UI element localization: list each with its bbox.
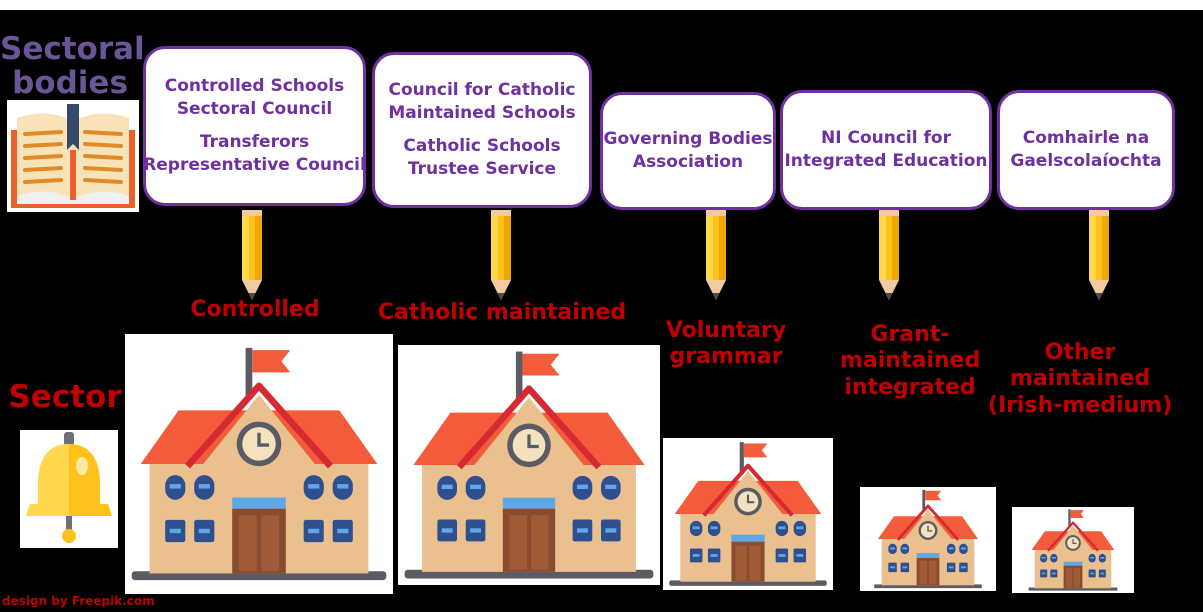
heading-line: bodies: [12, 65, 128, 102]
body-name-line: Gaelscolaíochta: [1010, 151, 1162, 171]
school-building-icon: [125, 334, 393, 594]
sector-label-line: Controlled: [190, 297, 320, 322]
bell-icon: [20, 430, 118, 548]
sectoral-bodies-heading: Sectoral bodies: [0, 31, 145, 102]
sector-label-line: Voluntary: [665, 318, 787, 343]
body-name-line: Controlled Schools: [164, 76, 345, 97]
school-building-icon: [860, 487, 996, 591]
pencil-icon: [487, 210, 515, 311]
credit-text: design by Freepik.com: [2, 594, 155, 608]
sector-label-line: Grant-: [870, 322, 950, 347]
body-name-line: Council for Catholic: [388, 80, 576, 101]
body-name-line: NI Council for: [821, 128, 951, 149]
sector-label-line: maintained: [1009, 366, 1151, 392]
pencil-icon: [1085, 210, 1113, 311]
body-name-line: Governing Bodies: [603, 129, 773, 150]
school-building-icon: [663, 438, 833, 590]
body-name-line: Sectoral Council: [176, 99, 333, 120]
sector-label-line: integrated: [844, 374, 976, 400]
diagram-canvas: Sectoral bodies Sector: [0, 10, 1203, 612]
body-name-line: Maintained Schools: [388, 103, 576, 124]
sector-label-line: (Irish-medium): [987, 392, 1173, 418]
pencil-icon: [702, 210, 730, 311]
book-icon: [7, 100, 139, 212]
pencil-icon: [875, 210, 903, 311]
sector-label-line: Catholic maintained: [377, 300, 627, 325]
body-name-line: Comhairle na: [1022, 128, 1150, 149]
school-building-icon: [398, 345, 660, 585]
body-name-line: Representative Council: [143, 154, 366, 175]
sector-label-controlled: Controlled: [160, 297, 350, 323]
body-name-line: Catholic Schools: [403, 136, 561, 156]
pencil-icon: [238, 210, 266, 311]
sector-label-line: grammar: [669, 344, 783, 370]
school-building-icon: [1012, 507, 1134, 593]
sector-heading: Sector: [8, 379, 122, 415]
body-name-line: Integrated Education: [784, 151, 988, 171]
body-name-line: Transferors: [199, 132, 310, 152]
body-name-line: Trustee Service: [407, 158, 557, 179]
sector-label-line: maintained: [840, 348, 981, 374]
heading-line: Sectoral: [0, 31, 145, 67]
body-name-line: Association: [632, 152, 744, 172]
sector-label-catholic-maintained: Catholic maintained: [370, 300, 634, 326]
sector-label-line: Other: [1044, 340, 1116, 365]
